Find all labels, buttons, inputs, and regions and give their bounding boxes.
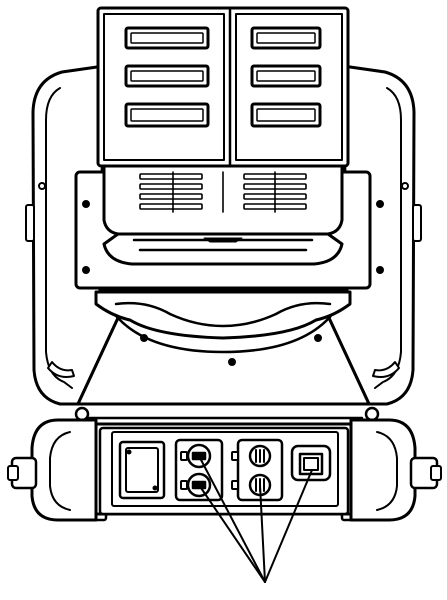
led-bar-inner (131, 109, 203, 121)
head (76, 160, 384, 366)
vent-slot (140, 174, 202, 179)
yoke-left-side-tab (26, 205, 34, 241)
vent-slot (140, 194, 202, 199)
led-bar-inner (257, 33, 315, 43)
vent-slot (140, 184, 202, 189)
yoke-bolt (229, 359, 236, 366)
base-rim-knob (366, 408, 378, 420)
callout-line-power-connector (265, 470, 312, 582)
connector-pins (256, 450, 264, 491)
callout-lines (199, 456, 312, 582)
led-bar-inner (257, 109, 315, 121)
yoke-left-slot (48, 362, 74, 377)
led-bar-inner (131, 33, 203, 43)
callout-line-lower-middle-connector (260, 485, 265, 582)
base-right-handle (351, 420, 415, 520)
connector-latch (232, 481, 238, 489)
base-left-clamp-inner (8, 466, 18, 480)
power-socket-inner (304, 458, 318, 470)
yoke-bolt (141, 335, 148, 342)
led-bars (126, 28, 320, 126)
yoke-right-hole (402, 183, 408, 189)
connector-latch (181, 452, 187, 460)
head-bolt (377, 201, 384, 208)
base (8, 408, 441, 520)
head-bolt (377, 267, 384, 274)
base-left-handle-inner (50, 432, 70, 510)
display-screw (127, 450, 131, 454)
yoke-right-side-tab (413, 205, 421, 241)
display-screw (153, 486, 157, 490)
vent-slot (140, 204, 202, 209)
yoke-cover (96, 292, 350, 338)
led-bar-inner (257, 71, 315, 81)
yoke-left-arm-inner (46, 88, 72, 388)
head-bolt (83, 201, 90, 208)
yoke-bolt (315, 335, 322, 342)
connector-group-middle (232, 440, 282, 500)
callout-line-lower-left-connector (199, 485, 265, 582)
connector-group-left (176, 440, 222, 500)
head-top (98, 8, 348, 166)
head-front-notch (204, 238, 242, 242)
base-right-handle-inner (377, 432, 397, 510)
yoke-right-slot (373, 362, 399, 377)
base-right-clamp-inner (431, 466, 441, 480)
led-bar-inner (131, 71, 203, 81)
base-rim-knob (76, 408, 88, 420)
base-left-handle (32, 420, 96, 520)
callout-line-upper-left-connector (199, 456, 265, 582)
power-connector (292, 446, 330, 480)
yoke-left-hole (39, 183, 45, 189)
display-screen (126, 448, 158, 492)
yoke-right-arm-inner (375, 88, 401, 388)
connector-latch (232, 452, 238, 460)
head-vents (140, 172, 306, 212)
head-bolt (83, 267, 90, 274)
connector-latch (181, 481, 187, 489)
top-panel-bevel (104, 14, 342, 160)
yoke-cover-inner (116, 303, 330, 326)
